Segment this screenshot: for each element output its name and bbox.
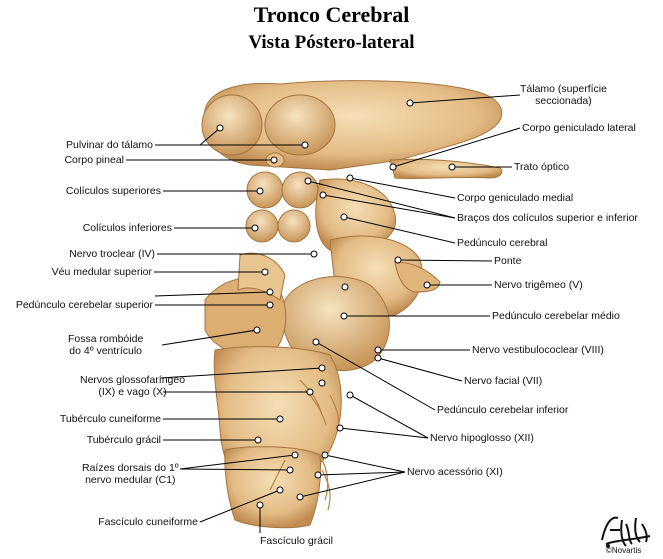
pointer-markers xyxy=(216,99,456,509)
label-pedunculo-cerebelar-inferior: Pedúnculo cerebelar inferior xyxy=(437,404,569,416)
leader-lines xyxy=(126,94,521,533)
diagram-title: Tronco Cerebral xyxy=(253,2,410,27)
diagram-subtitle: Vista Póstero-lateral xyxy=(248,32,415,53)
label-corpo-geniculado-medial: Corpo geniculado medial xyxy=(457,192,574,204)
label-nervo-facial: Nervo facial (VII) xyxy=(464,375,543,387)
label-fasciculo-gracil: Fascículo grácil xyxy=(260,535,333,547)
label-pedunculo-cerebelar-medio: Pedúnculo cerebelar médio xyxy=(492,310,620,322)
label-veu-medular: Véu medular superior xyxy=(51,266,152,278)
inferior-colliculus-left xyxy=(245,209,279,243)
label-nervo-hipoglosso: Nervo hipoglosso (XII) xyxy=(430,432,534,444)
label-pedunculo-cerebelar-superior: Pedúnculo cerebelar superior xyxy=(15,299,153,311)
label-fasciculo-cuneiforme: Fascículo cuneiforme xyxy=(98,516,198,528)
label-corpo-pineal: Corpo pineal xyxy=(64,154,124,166)
label-talamo: Tálamo (superfície seccionada) xyxy=(520,83,607,107)
netter-signature-logo xyxy=(601,516,651,548)
label-nervos-glosso: Nervos glossofaríngeo (IX) e vago (X) xyxy=(80,374,186,398)
label-bracos-coliculos: Braços dos colículos superior e inferior xyxy=(457,212,638,224)
superior-colliculus-left xyxy=(246,171,284,209)
label-ponte: Ponte xyxy=(494,255,522,267)
label-pulvinar: Pulvinar do tálamo xyxy=(66,139,153,151)
label-coliculos-superiores: Colículos superiores xyxy=(65,185,161,197)
label-corpo-geniculado-lateral: Corpo geniculado lateral xyxy=(522,122,636,134)
label-nervo-acessorio: Nervo acessório (XI) xyxy=(407,466,503,478)
label-raizes-dorsais: Raízes dorsais do 1º nervo medular (C1) xyxy=(82,462,179,486)
pulvinar-shape xyxy=(201,94,263,156)
spinal-cord-shape xyxy=(224,446,321,529)
label-nervo-vestibulococlear: Nervo vestibulococlear (VIII) xyxy=(472,344,604,356)
copyright: ©Novartis xyxy=(606,546,642,555)
label-trato-optico: Trato óptico xyxy=(514,161,570,173)
label-pedunculo-cerebral: Pedúnculo cerebral xyxy=(457,237,548,249)
middle-cerebellar-peduncle-shape xyxy=(281,276,390,372)
label-nervo-troclear: Nervo troclear (IV) xyxy=(69,248,155,260)
label-tuberculo-cuneiforme: Tubérculo cuneiforme xyxy=(59,413,161,425)
label-tuberculo-gracil: Tubérculo grácil xyxy=(86,434,161,446)
label-coliculos-inferiores: Colículos inferiores xyxy=(82,222,172,234)
label-nervo-trigemeo: Nervo trigêmeo (V) xyxy=(494,279,583,291)
label-fossa-romboide: Fossa rombóide do 4º ventrículo xyxy=(68,333,144,357)
optic-tract-shape xyxy=(389,158,503,180)
